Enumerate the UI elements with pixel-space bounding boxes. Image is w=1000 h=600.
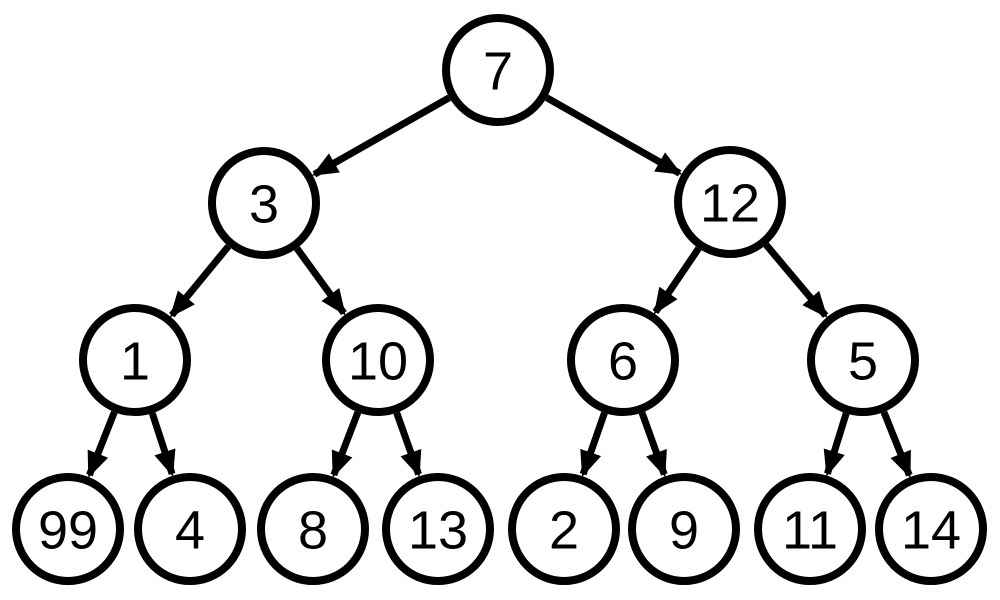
tree-node-9: 9 <box>628 473 740 585</box>
tree-node-label: 6 <box>608 331 638 391</box>
tree-node-1: 1 <box>79 304 191 416</box>
tree-edge-1-99 <box>86 410 118 478</box>
tree-edge-5-14 <box>880 410 913 478</box>
tree-edge-7-3 <box>311 94 452 178</box>
tree-node-circle <box>134 473 246 585</box>
tree-node-circle <box>628 473 740 585</box>
tree-node-99: 99 <box>12 473 124 585</box>
tree-edge-5-11 <box>823 412 850 477</box>
tree-node-4: 4 <box>134 473 246 585</box>
tree-node-11: 11 <box>754 473 866 585</box>
tree-node-label: 7 <box>483 41 513 101</box>
tree-node-14: 14 <box>875 473 987 585</box>
tree-node-8: 8 <box>257 473 369 585</box>
tree-node-label: 3 <box>249 174 279 234</box>
tree-edge-3-1 <box>169 244 232 318</box>
tree-node-circle <box>257 473 369 585</box>
tree-node-circle <box>674 146 786 258</box>
tree-edge-1-4 <box>148 412 176 477</box>
tree-node-label: 99 <box>38 500 98 560</box>
tree-edge-3-10 <box>294 246 347 316</box>
tree-node-3: 3 <box>208 147 320 259</box>
tree-node-circle <box>807 304 919 416</box>
tree-node-circle <box>442 14 554 126</box>
tree-node-circle <box>208 147 320 259</box>
tree-edge-10-13 <box>393 411 422 478</box>
tree-node-label: 12 <box>700 173 760 233</box>
tree-node-2: 2 <box>508 473 620 585</box>
tree-node-circle <box>382 473 494 585</box>
tree-node-7: 7 <box>442 14 554 126</box>
tree-node-label: 2 <box>549 500 579 560</box>
tree-node-label: 4 <box>175 500 205 560</box>
tree-node-circle <box>79 304 191 416</box>
tree-node-13: 13 <box>382 473 494 585</box>
tree-node-label: 14 <box>901 500 961 560</box>
tree-node-5: 5 <box>807 304 919 416</box>
tree-edge-10-8 <box>330 411 362 478</box>
tree-node-circle <box>567 304 679 416</box>
tree-node-label: 9 <box>669 500 699 560</box>
tree-node-circle <box>508 473 620 585</box>
tree-edge-6-2 <box>579 411 608 478</box>
tree-node-6: 6 <box>567 304 679 416</box>
tree-edge-12-5 <box>763 242 829 318</box>
tree-node-12: 12 <box>674 146 786 258</box>
tree-node-label: 10 <box>348 331 408 391</box>
tree-node-label: 1 <box>120 331 150 391</box>
tree-node-circle <box>322 304 434 416</box>
tree-node-10: 10 <box>322 304 434 416</box>
tree-node-label: 11 <box>782 500 838 560</box>
tree-node-label: 13 <box>408 500 468 560</box>
tree-node-label: 8 <box>298 500 328 560</box>
tree-node-label: 5 <box>848 331 878 391</box>
tree-edge-7-12 <box>544 94 683 177</box>
tree-node-circle <box>12 473 124 585</box>
tree-node-circle <box>754 473 866 585</box>
tree-node-circle <box>875 473 987 585</box>
tree-edge-6-9 <box>638 411 668 478</box>
tree-edge-12-6 <box>652 246 702 315</box>
